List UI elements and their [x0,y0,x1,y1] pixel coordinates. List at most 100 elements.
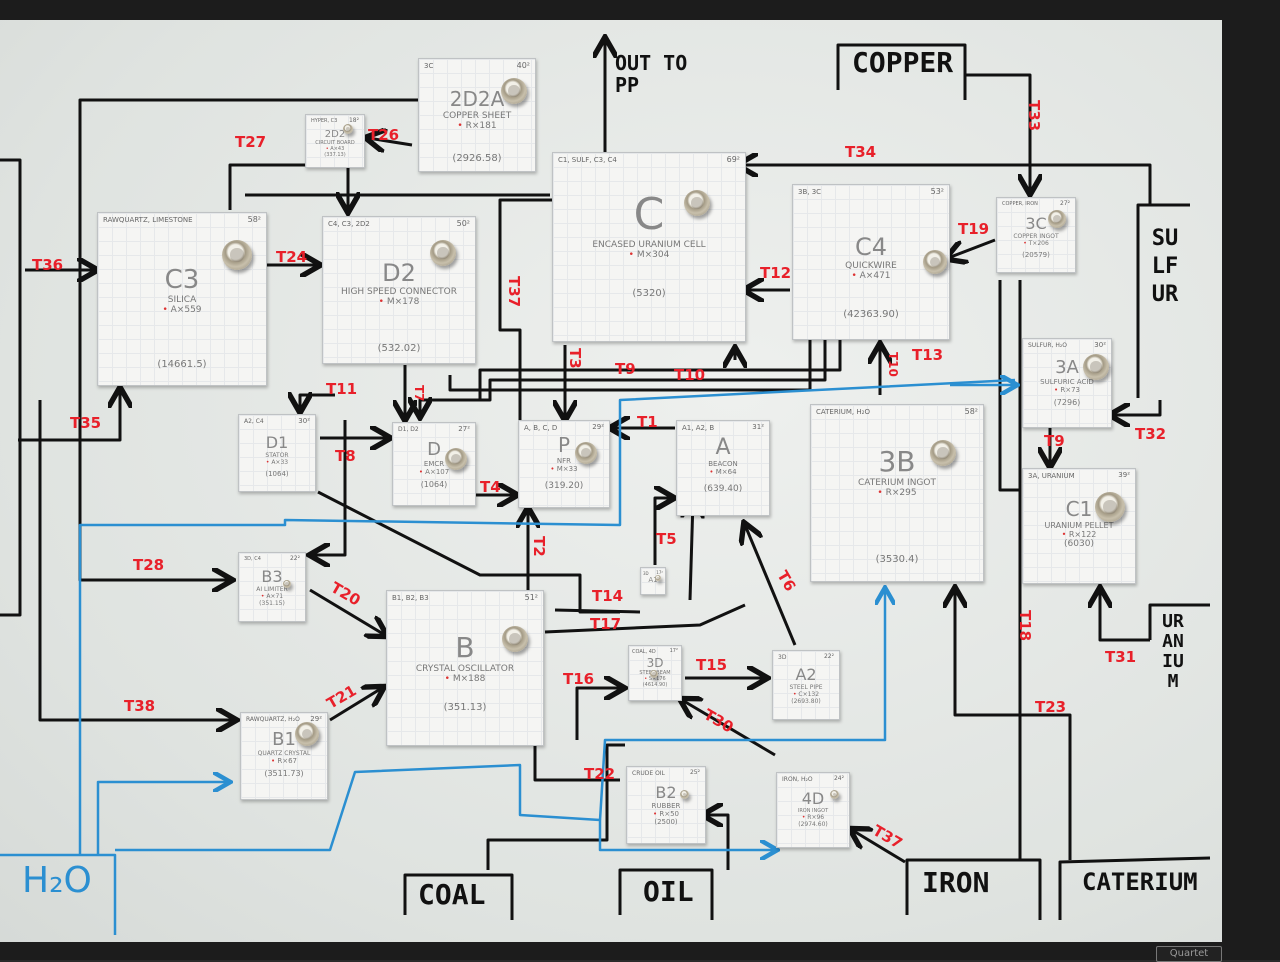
magnet-icon [830,790,839,799]
transport-label-t7: T7 [412,385,426,402]
source-oil: OIL [643,875,694,908]
machine-code: C1 [1065,497,1093,521]
machine-2d2a[interactable]: 3C 40² 2D2A COPPER SHEET R×181 (2926.58) [418,58,536,172]
transport-label-t35: T35 [70,414,102,432]
machine-b[interactable]: B1, B2, B3 51² B CRYSTAL OSCILLATOR M×18… [386,590,544,746]
transport-label-t2: T2 [530,536,548,557]
wire-t23 [955,590,1072,860]
machine-2d2[interactable]: HYPER, C3 18² 2D2 CIRCUIT BOARD A×43 (33… [305,114,365,168]
uranium-box-outline [1148,603,1210,640]
machine-total: (1064) [420,480,448,489]
machine-total: (2974.60) [798,821,828,828]
magnet-icon [1095,492,1125,522]
ingredients: 3D [778,654,787,661]
machine-3b[interactable]: CATERIUM, H₂O 58² 3B CATERIUM INGOT R×29… [810,404,984,582]
machine-total: (3530.4) [875,554,919,565]
machine-name: STEEL PIPE [789,684,823,691]
transport-label-t1: T1 [637,413,658,431]
tier: 39² [1118,471,1130,479]
wire-t32 [1112,400,1162,415]
machine-rate: M×188 [387,674,543,684]
transport-label-t36: T36 [32,256,64,274]
machine-b3[interactable]: 3D, C4 22² B3 AI LIMITER A×71 (351.15) [238,552,306,622]
tier: 69² [726,155,740,164]
wire-oil [705,815,730,870]
machine-a2[interactable]: 3D 22² A2 STEEL PIPE C×132 (2693.80) [772,650,840,720]
ingredients: A1, A2, B [682,424,715,432]
machine-code: 3C [1025,214,1047,233]
tier: 58² [964,407,978,416]
tier: 22² [289,555,300,562]
machine-c[interactable]: C1, SULF, C3, C4 69² C ENCASED URANIUM C… [552,152,746,342]
tier: 27² [458,425,470,433]
transport-label-t24: T24 [276,248,308,266]
machine-a1[interactable]: 3D 17² A1 [640,567,666,595]
transport-label-t11: T11 [326,380,358,398]
source-copper: COPPER [852,46,954,79]
transport-label-t14: T14 [592,587,624,605]
ingredients: CRUDE OIL [632,770,665,777]
wire-c4-down-2 [420,340,827,415]
machine-c3[interactable]: RAWQUARTZ, LIMESTONE 58² C3 SILICA A×559… [97,212,267,386]
ingredients: 3D, C4 [244,556,261,562]
machine-3a[interactable]: SULFUR, H₂O 30² 3A SULFURIC ACID R×73 (7… [1022,338,1112,428]
ingredients: IRON, H₂O [782,776,813,783]
machine-4d[interactable]: IRON, H₂O 24² 4D IRON INGOT R×96 (2974.6… [776,772,850,848]
magnet-icon [1083,354,1109,380]
transport-label-t34: T34 [845,143,877,161]
machine-rate: M×64 [677,468,769,476]
transport-label-t26: T26 [368,126,400,144]
machine-d2[interactable]: C4, C3, 2D2 50² D2 HIGH SPEED CONNECTOR … [322,216,476,364]
machine-3c[interactable]: COPPER, IRON 27² 3C COPPER INGOT T×206 (… [996,197,1076,273]
machine-d1[interactable]: A2, C4 30² D1 STATOR A×33 (1064) [238,414,316,492]
machine-b2[interactable]: CRUDE OIL 25² B2 RUBBER R×50 (2500) [626,766,706,844]
tier: 40² [516,61,530,70]
wire-t17 [544,603,746,634]
machine-c1[interactable]: 3A, URANIUM 39² C1 URANIUM PELLET R×122 … [1022,468,1136,584]
machine-name: QUARTZ CRYSTAL [257,750,311,757]
machine-code: B2 [655,783,677,802]
transport-label-t23: T23 [1035,698,1067,716]
machine-rate: T×206 [997,240,1075,247]
transport-label-t17: T17 [590,615,622,633]
oil-box-outline [618,868,714,920]
ingredients: C1, SULF, C3, C4 [558,156,617,164]
transport-label-t22: T22 [584,765,616,783]
magnet-icon [343,124,353,134]
magnet-icon [930,440,956,466]
tier: 30² [1094,341,1106,349]
wire-t21 [329,688,382,722]
machine-code: B3 [261,567,283,586]
machine-b1[interactable]: RAWQUARTZ, H₂O 29² B1 QUARTZ CRYSTAL R×6… [240,712,328,800]
tier: 58² [247,215,261,224]
transport-label-t10: T10 [674,366,706,384]
machine-name: ENCASED URANIUM CELL [592,240,706,250]
magnet-icon [501,78,527,104]
machine-name: EMCR [423,460,445,468]
transport-label-t8: T8 [335,447,356,465]
machine-total: (532.02) [377,343,421,354]
wire-t26 [368,138,413,145]
wire-t37-iron [852,830,906,864]
transport-label-t38: T38 [124,697,156,715]
machine-code: A2 [795,665,817,684]
machine-p[interactable]: A, B, C, D 29² P NFR M×33 (319.20) [518,420,610,508]
machine-a[interactable]: A1, A2, B 31² A BEACON M×64 (639.40) [676,420,770,516]
wire-t37 [498,230,522,420]
machine-name: STATOR [265,452,289,459]
machine-code: 2D2 [324,129,346,140]
water-up-left [78,378,1016,855]
machine-code: 4D [801,789,825,808]
machine-total: (14661.5) [157,359,207,370]
machine-name: RUBBER [651,802,681,810]
machine-total: (351.13) [443,702,487,713]
machine-total: (351.15) [259,600,285,607]
machine-name: BEACON [708,460,738,468]
wire-t31 [1100,590,1150,642]
sulfur-box-outline [1136,203,1190,398]
machine-total: (7296) [1053,398,1081,407]
wire-t38 [38,400,234,720]
machine-total: (2500) [654,818,678,826]
wire-t14 [554,608,641,614]
tier: 30² [298,417,310,425]
